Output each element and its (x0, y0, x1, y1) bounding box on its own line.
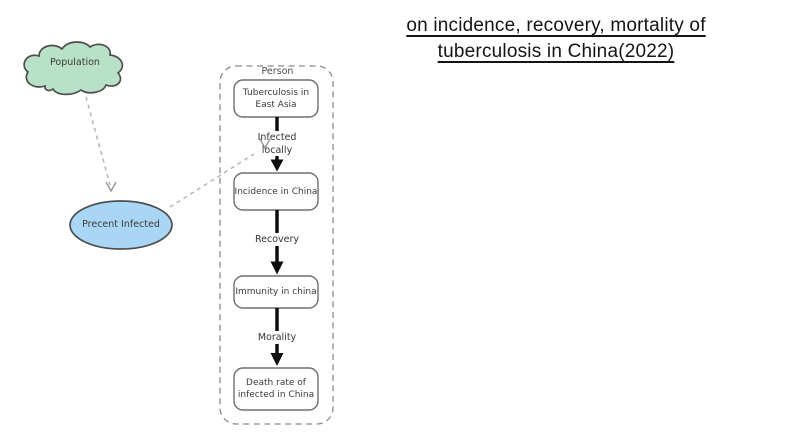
report-title-line-2: tuberculosis in China(2022) (437, 41, 675, 62)
box-label-immunity: Immunity in china (235, 287, 317, 297)
edge-label-infected-locally: Infected locally (257, 132, 297, 156)
box-label-tuberculosis: Tuberculosis in East Asia (242, 87, 310, 110)
edge-label-morality: Morality (237, 331, 317, 344)
population-to-infected-connector (85, 96, 111, 186)
precent-infected-ellipse-shape[interactable] (69, 200, 173, 250)
report-title: on incidence, recovery, mortality of tub… (374, 13, 738, 65)
open-arrowhead-icon (105, 181, 117, 193)
population-cloud-shape[interactable] (23, 41, 124, 96)
filled-arrowhead-icon (270, 353, 284, 366)
open-arrowhead-icon (259, 138, 271, 150)
person-container[interactable] (219, 65, 334, 425)
box-label-incidence: Incidence in China (234, 186, 318, 197)
edge-label-recovery: Recovery (237, 233, 317, 246)
filled-arrowhead-icon (270, 159, 284, 172)
report-title-line-1: on incidence, recovery, mortality of (406, 15, 706, 36)
box-death-rate-china[interactable] (233, 367, 319, 411)
infected-to-locally-connector (169, 153, 255, 208)
box-label-death-rate: Death rate of infected in China (237, 378, 315, 400)
filled-arrowhead-icon (270, 261, 284, 275)
